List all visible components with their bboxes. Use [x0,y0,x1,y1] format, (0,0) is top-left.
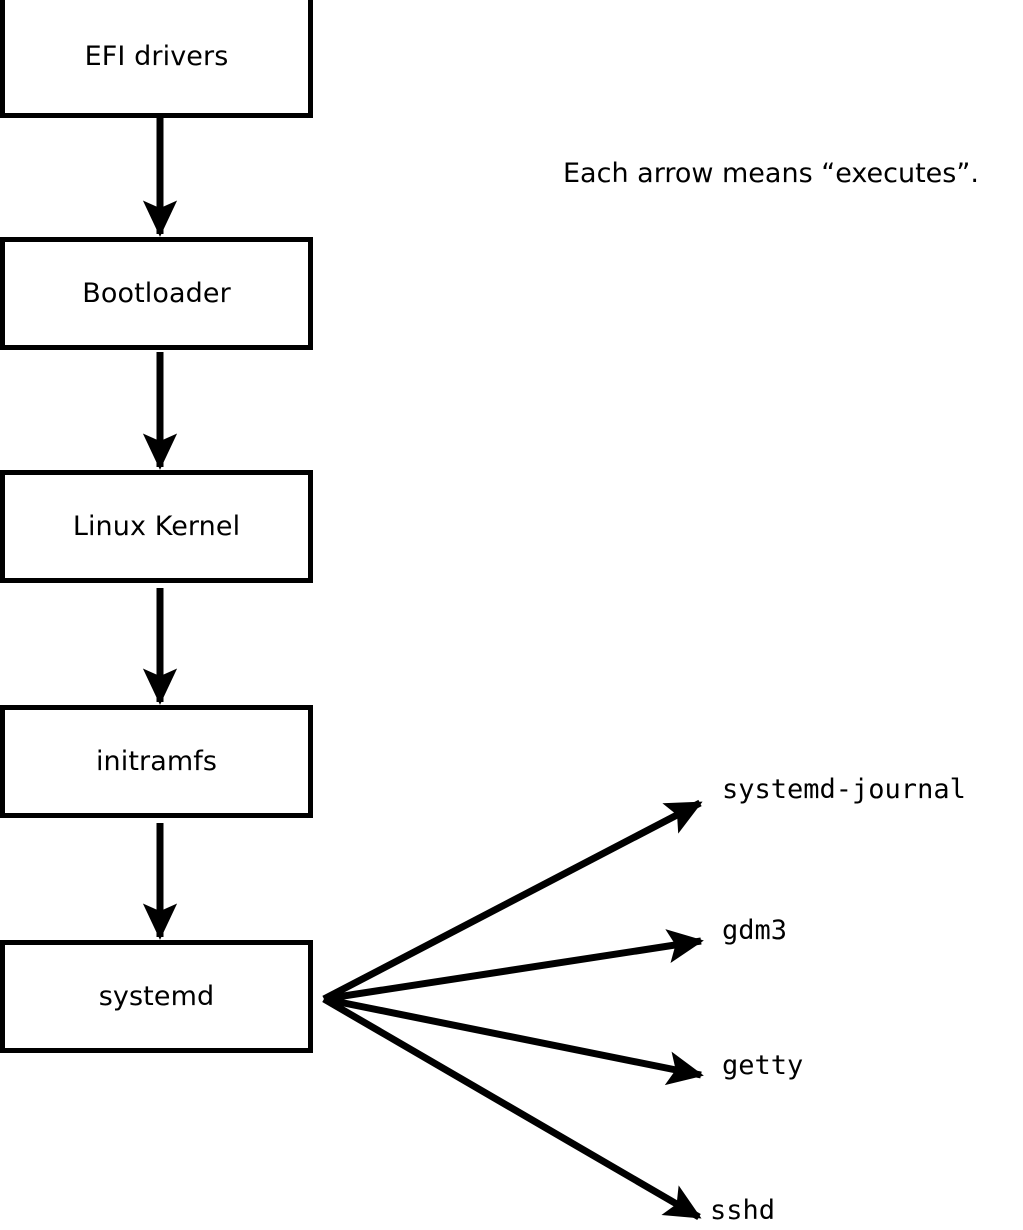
stage-label-systemd: systemd [98,981,215,1012]
stage-label-efi-drivers: EFI drivers [84,41,229,72]
stage-box-linux-kernel[interactable]: Linux Kernel [0,470,313,583]
stage-box-systemd[interactable]: systemd [0,940,313,1053]
stage-label-initramfs: initramfs [95,746,218,777]
arrow-systemd-to-sshd [322,995,702,1221]
stage-box-initramfs[interactable]: initramfs [0,705,313,818]
service-label-systemd-journal: systemd-journal [722,774,966,805]
legend-caption: Each arrow means “executes”. [563,158,979,189]
service-label-gdm3: gdm3 [722,915,788,946]
arrow-systemd-to-systemd-journal [322,799,703,1003]
arrow-systemd-to-gdm3 [323,929,704,1003]
stage-label-linux-kernel: Linux Kernel [72,511,241,542]
stage-label-bootloader: Bootloader [82,278,231,309]
arrow-systemd-to-getty [323,995,704,1086]
stage-box-bootloader[interactable]: Bootloader [0,237,313,350]
stage-box-efi-drivers[interactable]: EFI drivers [0,0,313,118]
service-label-sshd: sshd [710,1195,776,1226]
service-arrows [322,799,704,1221]
service-label-getty: getty [722,1050,804,1081]
